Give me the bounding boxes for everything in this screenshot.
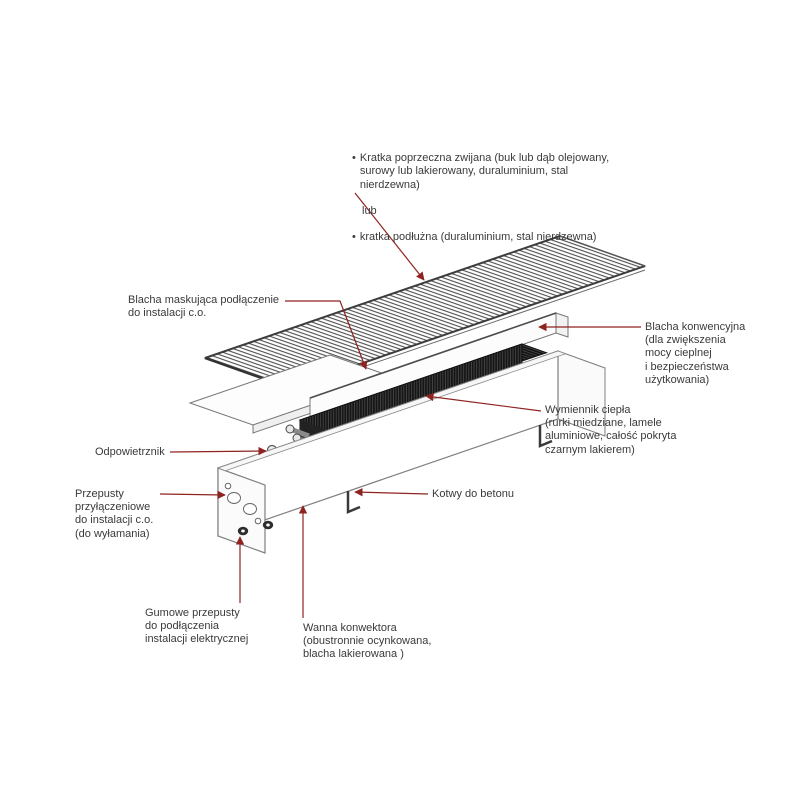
label-blacha-konwencyjna: Blacha konwencyjna (dla zwiększenia mocy… — [645, 321, 746, 386]
label-kratka-item2: kratka podłużna (duraluminium, stal nier… — [359, 231, 597, 244]
leader-odpowietrznik — [169, 446, 267, 456]
bullet-icon: • — [352, 152, 356, 165]
leader-kotwy — [354, 488, 429, 497]
grommets-drawing — [237, 520, 274, 536]
leader-wymiennik — [425, 392, 542, 412]
leader-blacha-maskujaca — [285, 300, 368, 370]
label-kratka-item1: Kratka poprzeczna zwijana (buk lub dąb o… — [359, 152, 610, 191]
label-kotwy: Kotwy do betonu — [432, 488, 514, 500]
knockout-holes-drawing — [224, 482, 262, 525]
label-wymiennik: Wymiennik ciepła (rurki miedziane, lamel… — [545, 404, 677, 456]
leader-kratka — [354, 192, 425, 281]
label-przepusty: Przepusty przyłączeniowe do instalacji c… — [75, 488, 154, 540]
label-wanna: Wanna konwektora (obustronnie ocynkowana… — [303, 622, 432, 661]
leader-przepusty — [159, 490, 226, 500]
trough-drawing — [216, 350, 606, 554]
bullet-icon: • — [352, 231, 356, 244]
label-kratka: • Kratka poprzeczna zwijana (buk lub dąb… — [352, 139, 627, 258]
label-odpowietrznik: Odpowietrznik — [95, 446, 165, 458]
label-gumowe: Gumowe przepusty do podłączenia instalac… — [145, 607, 249, 646]
leader-lines — [159, 192, 641, 618]
label-kratka-connector: lub — [362, 204, 377, 217]
convection-plate-drawing — [309, 312, 569, 419]
anchors-drawing — [346, 425, 553, 514]
label-blacha-maskujaca: Blacha maskująca podłączenie do instalac… — [128, 294, 280, 320]
